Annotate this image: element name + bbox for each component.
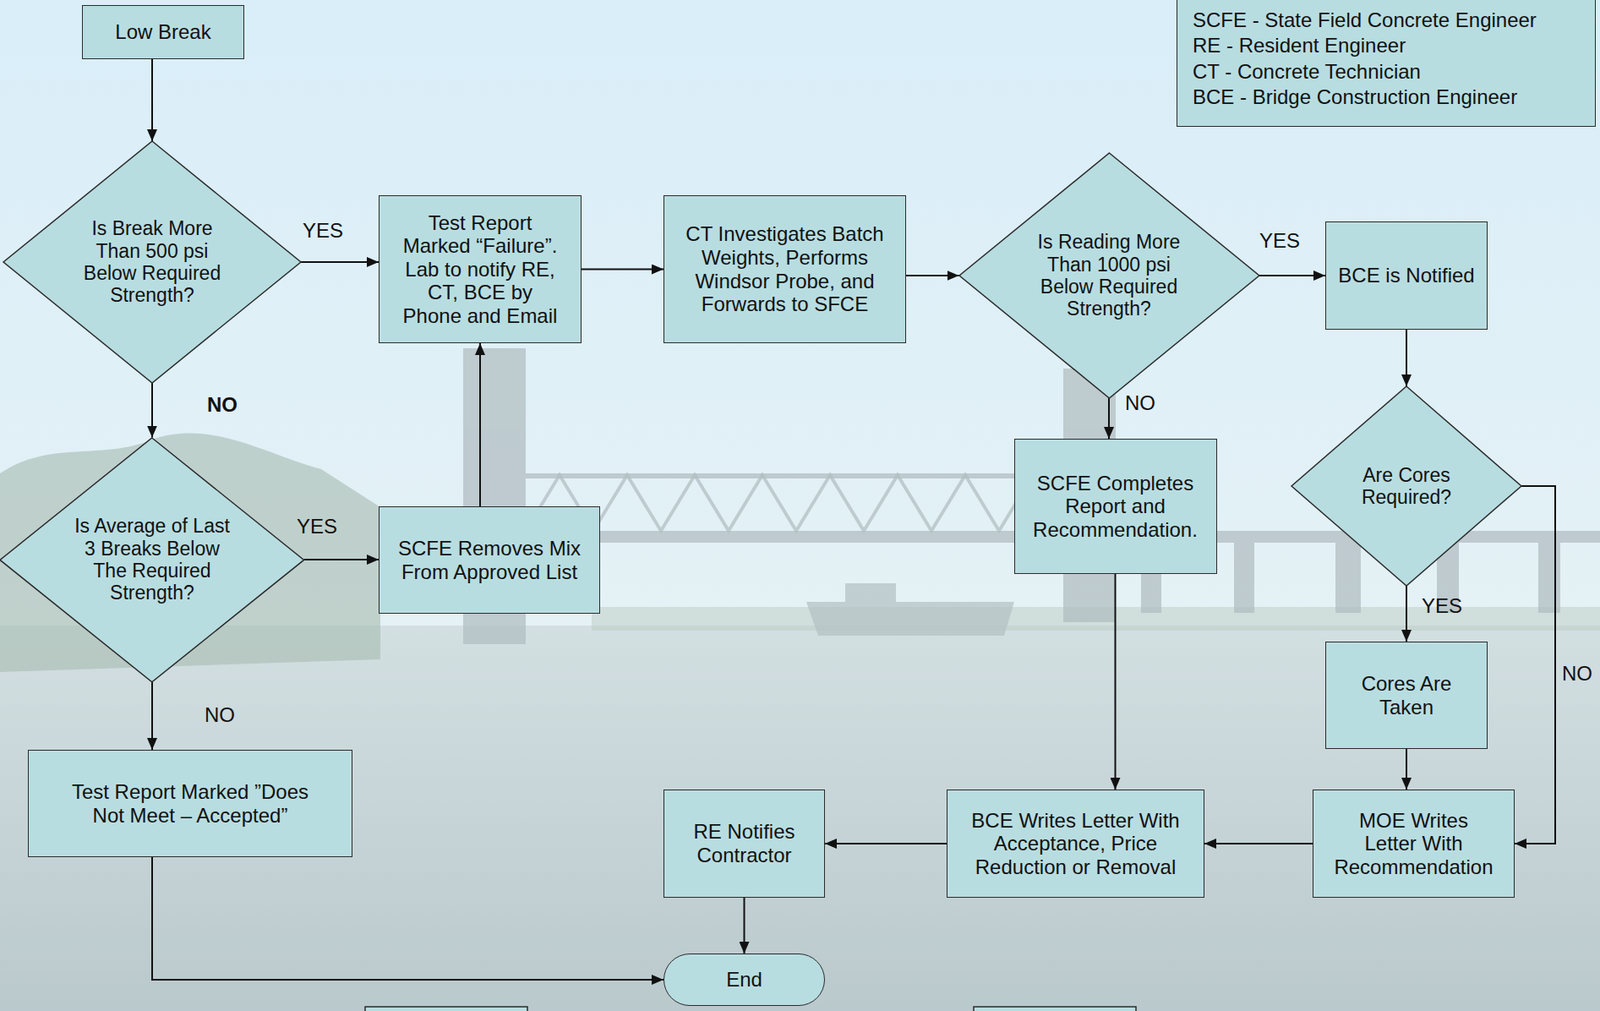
connector-arrow bbox=[1405, 329, 1408, 387]
node-text: BCE Writes Letter With Acceptance, Price… bbox=[969, 808, 1183, 880]
edge-label: NO bbox=[1561, 661, 1593, 686]
process-box: Test Report Marked ”Does Not Meet – Acce… bbox=[27, 749, 353, 858]
node-text: Test Report Marked ”Does Not Meet – Acce… bbox=[54, 780, 326, 827]
process-box: SCFE Completes Report and Recommendation… bbox=[1014, 438, 1218, 574]
process-box: Test Report Marked “Failure”. Lab to not… bbox=[378, 195, 582, 344]
connector-arrow bbox=[1204, 842, 1313, 845]
connector-arrow bbox=[1405, 748, 1408, 790]
node-text: SCFE Completes Report and Recommendation… bbox=[1025, 471, 1207, 542]
terminator-box: End bbox=[663, 953, 825, 1006]
partial-box bbox=[365, 1006, 528, 1011]
node-text: Low Break bbox=[114, 20, 211, 44]
node-text: Is Reading More Than 1000 psi Below Requ… bbox=[1028, 230, 1190, 321]
edge-label: YES bbox=[1421, 594, 1463, 618]
connector-arrow bbox=[152, 857, 664, 980]
process-box: MOE Writes Letter With Recommendation bbox=[1312, 789, 1515, 898]
connector-arrow bbox=[743, 897, 746, 954]
node-text: End bbox=[726, 967, 763, 992]
connector-arrow bbox=[1114, 573, 1117, 790]
node-text: RE Notifies Contractor bbox=[681, 819, 809, 867]
connector-arrow bbox=[151, 382, 153, 438]
node-text: SCFE Removes Mix From Approved List bbox=[389, 536, 590, 584]
legend-text: BCE - Bridge Construction Engineer bbox=[1192, 85, 1518, 109]
legend-text: CT - Concrete Technician bbox=[1192, 60, 1421, 83]
legend-entry: BCE - Bridge Construction Engineer bbox=[1192, 84, 1582, 110]
decision-diamond: Is Average of Last 3 Breaks Below The Re… bbox=[0, 437, 305, 683]
legend-box: SCFE - State Field Concrete EngineerRE -… bbox=[1176, 0, 1596, 127]
node-text: Test Report Marked “Failure”. Lab to not… bbox=[396, 211, 564, 328]
process-box: CT Investigates Batch Weights, Performs … bbox=[663, 195, 907, 344]
process-box: Low Break bbox=[81, 5, 245, 60]
legend-entry: CT - Concrete Technician bbox=[1192, 59, 1582, 85]
connector-arrow bbox=[151, 59, 153, 142]
connector-arrow bbox=[906, 274, 960, 277]
node-text: Cores Are Taken bbox=[1355, 671, 1458, 719]
decision-diamond: Is Reading More Than 1000 psi Below Requ… bbox=[959, 152, 1260, 399]
connector-arrow bbox=[824, 842, 947, 845]
edge-label: NO bbox=[204, 703, 235, 727]
connector-arrow bbox=[300, 261, 379, 263]
process-box: BCE Writes Letter With Acceptance, Price… bbox=[946, 789, 1205, 898]
process-box: Cores Are Taken bbox=[1325, 641, 1488, 749]
connector-arrow bbox=[151, 681, 153, 750]
connector-arrow bbox=[479, 343, 481, 507]
connector-arrow bbox=[1405, 585, 1408, 642]
edge-label: YES bbox=[302, 218, 344, 243]
edge-label: YES bbox=[296, 514, 338, 539]
decision-diamond: Are Cores Required? bbox=[1291, 386, 1522, 586]
decision-diamond: Is Break More Than 500 psi Below Require… bbox=[3, 141, 301, 383]
connector-arrow bbox=[581, 268, 664, 271]
edge-label: NO bbox=[207, 393, 238, 417]
connector-arrow bbox=[1258, 274, 1326, 277]
edge-label: NO bbox=[1124, 391, 1156, 416]
process-box: BCE is Notified bbox=[1325, 221, 1488, 330]
node-text: Are Cores Required? bbox=[1351, 464, 1462, 509]
process-box: RE Notifies Contractor bbox=[663, 789, 825, 898]
node-text: Is Break More Than 500 psi Below Require… bbox=[73, 217, 231, 307]
node-text: BCE is Notified bbox=[1337, 263, 1475, 288]
legend-text: RE - Resident Engineer bbox=[1192, 33, 1406, 57]
partial-box bbox=[973, 1006, 1136, 1011]
node-text: CT Investigates Batch Weights, Performs … bbox=[677, 222, 893, 316]
connector-arrow bbox=[1514, 486, 1556, 844]
edge-label: YES bbox=[1259, 229, 1300, 253]
connector-arrow bbox=[304, 558, 379, 561]
legend-entry: SCFE - State Field Concrete Engineer bbox=[1192, 7, 1582, 33]
process-box: SCFE Removes Mix From Approved List bbox=[378, 506, 601, 614]
legend-entry: RE - Resident Engineer bbox=[1192, 32, 1582, 59]
node-text: MOE Writes Letter With Recommendation bbox=[1332, 808, 1496, 880]
node-text: Is Average of Last 3 Breaks Below The Re… bbox=[70, 514, 234, 605]
connector-arrow bbox=[1108, 398, 1110, 439]
legend-text: SCFE - State Field Concrete Engineer bbox=[1192, 8, 1537, 32]
